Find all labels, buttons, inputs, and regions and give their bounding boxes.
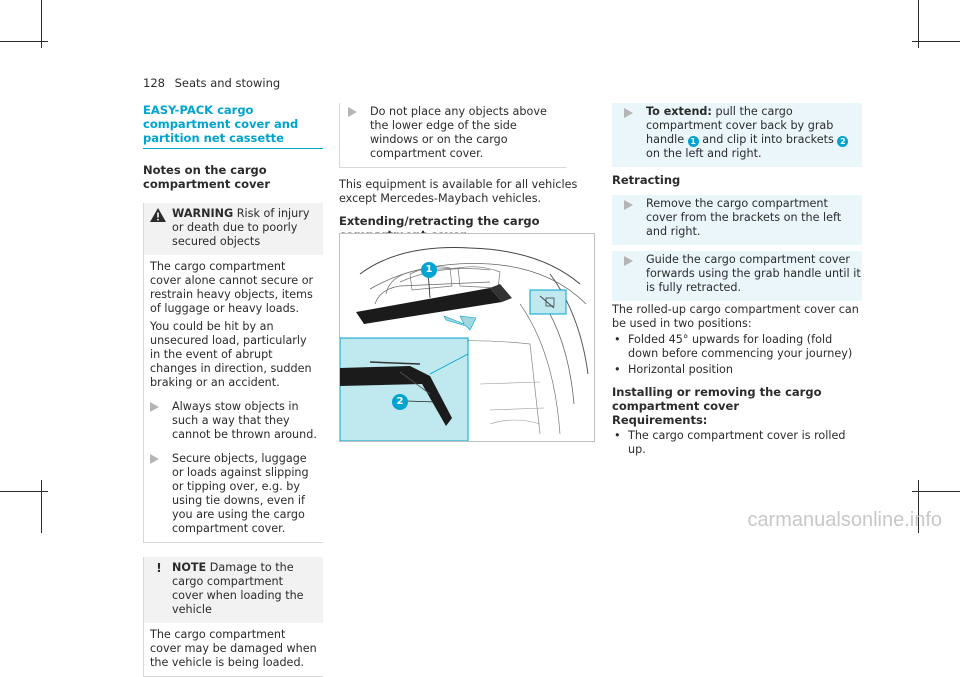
position-item: • Horizontal position	[612, 363, 862, 377]
warning-header: WARNING Risk of injury or death due to p…	[144, 203, 323, 255]
retract-step: Guide the cargo compartment cover forwar…	[612, 251, 862, 301]
crop-mark	[0, 41, 48, 42]
position-item-text: Horizontal position	[628, 363, 733, 376]
exclamation-icon: !	[156, 561, 162, 575]
cargo-cover-illustration: 1 2	[339, 233, 595, 442]
crop-mark	[912, 41, 960, 42]
requirement-item: • The cargo compartment cover is rolled …	[612, 429, 862, 457]
warning-text: The cargo compartment cover alone cannot…	[150, 260, 314, 315]
callout-2: 2	[392, 394, 408, 410]
step-arrow-icon	[348, 107, 358, 117]
note-label: NOTE	[172, 561, 207, 574]
extend-label: To extend:	[646, 105, 712, 118]
section-name: Seats and stowing	[174, 76, 281, 90]
availability-text: This equipment is available for all vehi…	[339, 178, 578, 205]
bullet-icon: •	[614, 333, 621, 346]
warning-step-text: Always stow objects in such a way that t…	[172, 400, 317, 441]
warning-step-text: Do not place any objects above the lower…	[370, 105, 547, 160]
warning-text-2: You could be hit by an unsecured load, p…	[150, 320, 312, 389]
crop-mark	[41, 0, 42, 48]
warning-body: The cargo compartment cover alone cannot…	[144, 255, 323, 542]
callout-1: 1	[421, 262, 437, 278]
requirement-item-text: The cargo compartment cover is rolled up…	[628, 429, 846, 456]
step-arrow-icon	[624, 256, 634, 266]
section-title: EASY-PACK cargo compartment cover and pa…	[143, 103, 299, 145]
warning-box: WARNING Risk of injury or death due to p…	[143, 203, 323, 543]
crop-mark	[41, 480, 42, 533]
callout-1-inline: 1	[687, 136, 699, 147]
extend-step: To extend: pull the cargo compartment co…	[612, 103, 862, 167]
extend-step-text: To extend: pull the cargo compartment co…	[646, 105, 862, 161]
warning-box-continued: Do not place any objects above the lower…	[339, 103, 566, 168]
extend-text-a: pull the cargo compartment cover back by…	[646, 105, 834, 146]
step-arrow-icon	[624, 200, 634, 210]
column-left: EASY-PACK cargo compartment cover and pa…	[143, 103, 323, 677]
column-middle: Do not place any objects above the lower…	[339, 103, 593, 242]
callout-2-inline: 2	[837, 136, 849, 147]
positions-intro: The rolled-up cargo compartment cover ca…	[612, 303, 859, 330]
note-header: ! NOTE Damage to the cargo compartment c…	[144, 557, 323, 623]
retract-step-text: Guide the cargo compartment cover forwar…	[646, 253, 861, 294]
bullet-icon: •	[614, 429, 621, 442]
step-arrow-icon	[624, 108, 634, 118]
retracting-heading: Retracting	[612, 173, 681, 187]
illustration-drawing	[340, 247, 589, 441]
retract-step-text: Remove the cargo compartment cover from …	[646, 197, 842, 238]
extend-text-c: on the left and right.	[646, 147, 762, 160]
warning-step: Secure objects, luggage or loads against…	[150, 452, 317, 536]
notes-heading: Notes on the cargo compartment cover	[143, 163, 271, 191]
crop-mark	[918, 480, 919, 533]
watermark: carmanualsonline.info	[747, 509, 942, 531]
requirements-label: Requirements:	[612, 413, 708, 427]
install-heading: Installing or removing the cargo compart…	[612, 385, 822, 413]
position-item: • Folded 45° upwards for loading (fold d…	[612, 333, 862, 361]
note-box: ! NOTE Damage to the cargo compartment c…	[143, 557, 323, 677]
warning-triangle-icon	[150, 208, 168, 226]
crop-mark	[0, 491, 48, 492]
retract-step: Remove the cargo compartment cover from …	[612, 195, 862, 245]
extend-text-b: and clip it into brackets	[702, 133, 834, 146]
warning-label: WARNING	[172, 207, 234, 220]
note-text: The cargo compartment cover may be damag…	[150, 628, 317, 669]
crop-mark	[918, 0, 919, 48]
step-arrow-icon	[150, 402, 160, 412]
warning-step-text: Secure objects, luggage or loads against…	[172, 452, 309, 535]
page-header: 128 Seats and stowing	[143, 76, 280, 90]
column-right: To extend: pull the cargo compartment co…	[612, 103, 862, 457]
step-arrow-icon	[150, 454, 160, 464]
section-rule	[143, 148, 323, 149]
bullet-icon: •	[614, 363, 621, 376]
crop-mark	[912, 491, 960, 492]
warning-step: Do not place any objects above the lower…	[340, 103, 566, 167]
warning-title: Risk of injury or death due to poorly se…	[172, 207, 310, 248]
warning-step: Always stow objects in such a way that t…	[150, 400, 317, 442]
page-number: 128	[143, 76, 165, 90]
position-item-text: Folded 45° upwards for loading (fold dow…	[628, 333, 853, 360]
